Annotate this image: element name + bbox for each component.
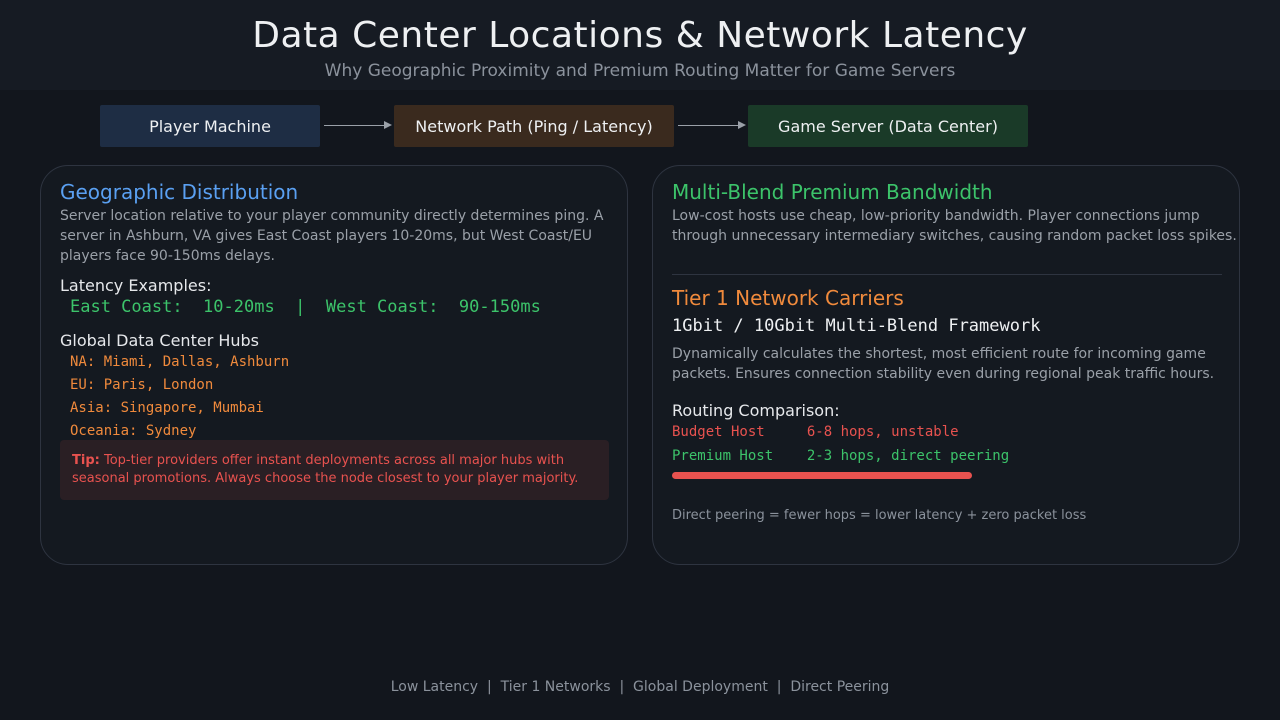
hubs-label: Global Data Center Hubs (60, 331, 260, 350)
premium-bandwidth-card: Multi-Blend Premium Bandwidth Low-cost h… (652, 165, 1240, 565)
latency-label: Latency Examples: (60, 276, 212, 295)
latency-values: East Coast: 10-20ms | West Coast: 90-150… (70, 297, 541, 317)
hub-item: EU: Paris, London (70, 377, 214, 393)
player-machine-box: Player Machine (100, 105, 320, 147)
arrow-icon (324, 121, 392, 129)
arrow-icon (678, 121, 746, 129)
footnote: Direct peering = fewer hops = lower late… (672, 508, 1087, 523)
network-path-box: Network Path (Ping / Latency) (394, 105, 674, 147)
hops-bar (672, 472, 972, 479)
tier-heading: Tier 1 Network Carriers (672, 286, 904, 310)
tier-description-line: packets. Ensures connection stability ev… (672, 366, 1215, 382)
card-heading: Geographic Distribution (60, 180, 299, 204)
framework-label: 1Gbit / 10Gbit Multi-Blend Framework (672, 316, 1041, 336)
game-server-box: Game Server (Data Center) (748, 105, 1028, 147)
hub-item: NA: Miami, Dallas, Ashburn (70, 354, 290, 370)
tip-box: Tip: Top-tier providers offer instant de… (60, 440, 609, 500)
header: Data Center Locations & Network Latency … (0, 0, 1280, 90)
footer: Low Latency | Tier 1 Networks | Global D… (390, 679, 890, 695)
premium-host-row: Premium Host 2-3 hops, direct peering (672, 448, 1010, 464)
tip-text: seasonal promotions. Always choose the n… (72, 471, 579, 486)
tip-label: Tip: (72, 453, 100, 468)
description-line: players face 90-150ms delays. (60, 248, 275, 264)
divider (672, 274, 1222, 275)
description-line: server in Ashburn, VA gives East Coast p… (60, 228, 593, 244)
hub-item: Asia: Singapore, Mumbai (70, 400, 264, 416)
geographic-distribution-card: Geographic Distribution Server location … (40, 165, 628, 565)
budget-host-row: Budget Host 6-8 hops, unstable (672, 424, 959, 440)
description-line: through unnecessary intermediary switche… (672, 228, 1237, 244)
routing-label: Routing Comparison: (672, 401, 840, 420)
page-subtitle: Why Geographic Proximity and Premium Rou… (324, 61, 956, 81)
description-line: Server location relative to your player … (60, 208, 604, 224)
hub-item: Oceania: Sydney (70, 423, 197, 439)
tip-text: Top-tier providers offer instant deploym… (99, 453, 565, 468)
card-heading: Multi-Blend Premium Bandwidth (672, 180, 993, 204)
tier-description-line: Dynamically calculates the shortest, mos… (672, 346, 1206, 362)
description-line: Low-cost hosts use cheap, low-priority b… (672, 208, 1200, 224)
page-title: Data Center Locations & Network Latency (252, 15, 1028, 56)
